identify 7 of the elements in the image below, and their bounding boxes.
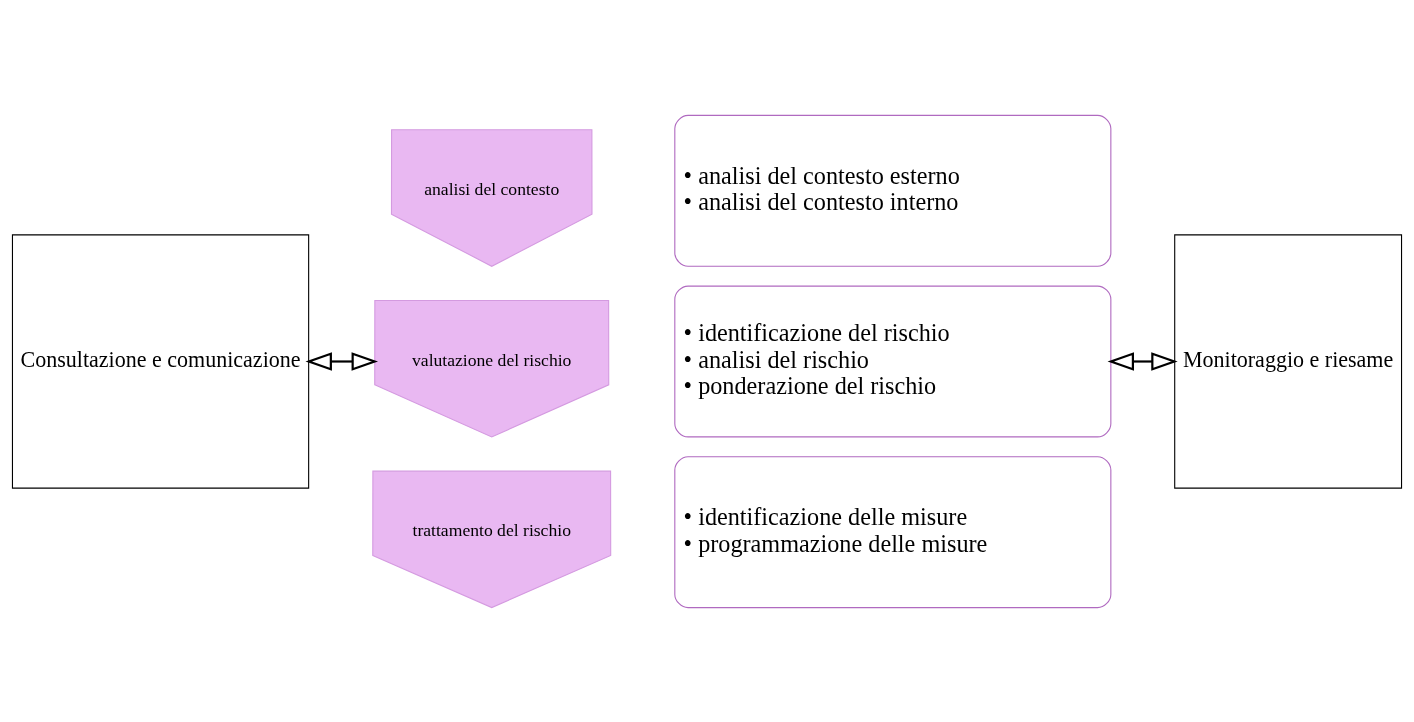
node-box: Consultazione e comunicazione xyxy=(11,233,310,489)
node-box: • identificazione delle misure • programmazione delle misure xyxy=(674,455,1112,608)
node-box: • analisi del contesto esterno • analisi del contesto interno xyxy=(674,114,1112,267)
node-box: • identificazione del rischio • analisi del rischio • ponderazione del rischio xyxy=(674,285,1112,437)
arrow xyxy=(1107,351,1178,371)
node-box: Monitoraggio e riesame xyxy=(1174,233,1403,489)
arrow xyxy=(305,351,378,371)
